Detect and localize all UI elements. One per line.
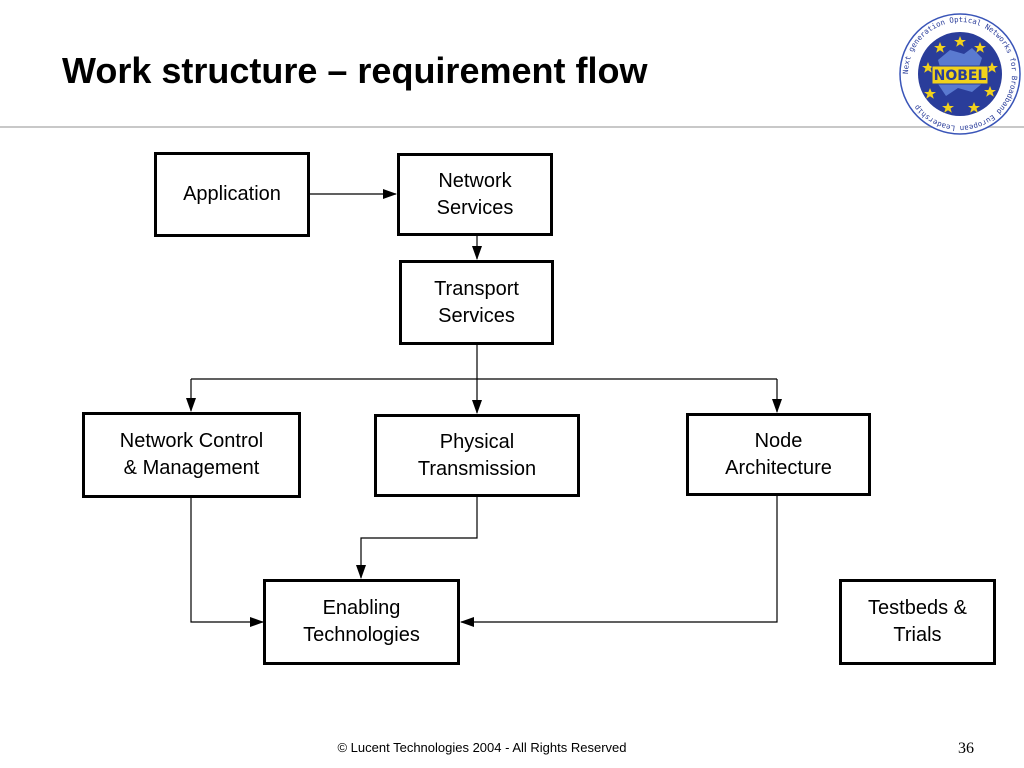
- logo-name: NOBEL: [934, 68, 987, 84]
- arrow-physical-to-enabling: [356, 497, 478, 579]
- box-transport-services: Transport Services: [399, 260, 554, 345]
- footer-copyright: © Lucent Technologies 2004 - All Rights …: [337, 740, 627, 755]
- arrow-network-control-to-enabling: [190, 497, 264, 627]
- box-testbeds-trials-label: Testbeds & Trials: [868, 597, 967, 646]
- box-physical-transmission: Physical Transmission: [374, 414, 580, 497]
- box-application-label: Application: [183, 183, 281, 205]
- box-application: Application: [154, 152, 310, 237]
- box-node-architecture-label: Node Architecture: [725, 429, 832, 479]
- box-enabling-technologies-label: Enabling Technologies: [303, 597, 420, 646]
- box-network-control-management: Network Control & Management: [82, 412, 301, 498]
- box-network-services: Network Services: [397, 153, 553, 236]
- logo-name-banner: [931, 65, 989, 85]
- box-network-control-management-label: Network Control & Management: [119, 430, 264, 479]
- nobel-logo: Next generation Optical Networks for Bro…: [899, 13, 1021, 135]
- arrow-node-architecture-to-enabling: [460, 495, 778, 627]
- box-network-services-label: Network Services: [436, 169, 514, 219]
- title-divider: [0, 126, 1024, 128]
- page-number: 36: [958, 740, 974, 757]
- box-enabling-technologies: Enabling Technologies: [263, 579, 460, 665]
- box-testbeds-trials: Testbeds & Trials: [839, 579, 996, 665]
- star-ring-icon: [922, 36, 998, 113]
- box-transport-services-label: Transport Services: [434, 277, 519, 327]
- box-node-architecture: Node Architecture: [686, 413, 871, 496]
- slide-title: Work structure – requirement flow: [62, 50, 648, 91]
- box-physical-transmission-label: Physical Transmission: [417, 430, 537, 480]
